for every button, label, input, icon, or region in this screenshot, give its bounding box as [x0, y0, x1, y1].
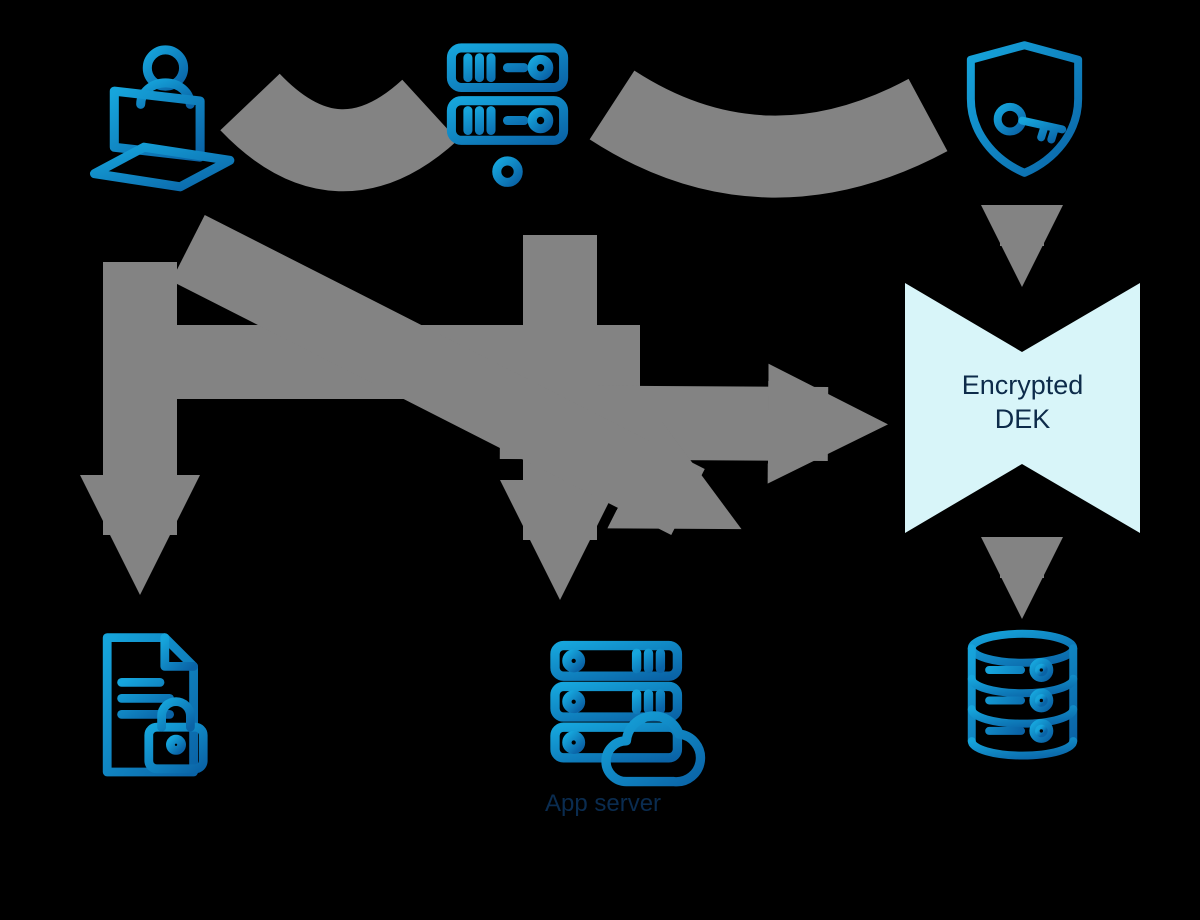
encrypted-document-node — [72, 628, 232, 788]
user-laptop-node — [78, 35, 243, 200]
user-laptop-icon — [89, 45, 235, 192]
arrow-group — [80, 70, 1063, 619]
network-server-key-icon — [443, 43, 572, 187]
encrypted-dek-label: Encrypted DEK — [905, 368, 1140, 436]
shield-key-icon — [966, 41, 1083, 177]
encrypted-database-node — [950, 624, 1095, 774]
arrow-diagonal — [171, 215, 742, 535]
database-gears-icon — [967, 629, 1078, 760]
app-server-node — [538, 632, 708, 802]
key-server-node — [425, 38, 590, 203]
encrypted-dek-line2: DEK — [994, 404, 1051, 434]
document-lock-icon — [102, 633, 208, 777]
dek-callout-shape — [905, 283, 1140, 533]
arrow-keyserver-to-kms — [589, 70, 948, 198]
arrow-user-to-keyserver — [220, 72, 458, 192]
server-cloud-icon — [550, 640, 706, 787]
app-server-label: App server — [545, 790, 662, 817]
encrypted-dek-line1: Encrypted — [961, 370, 1084, 400]
kms-shield-node — [952, 38, 1097, 183]
